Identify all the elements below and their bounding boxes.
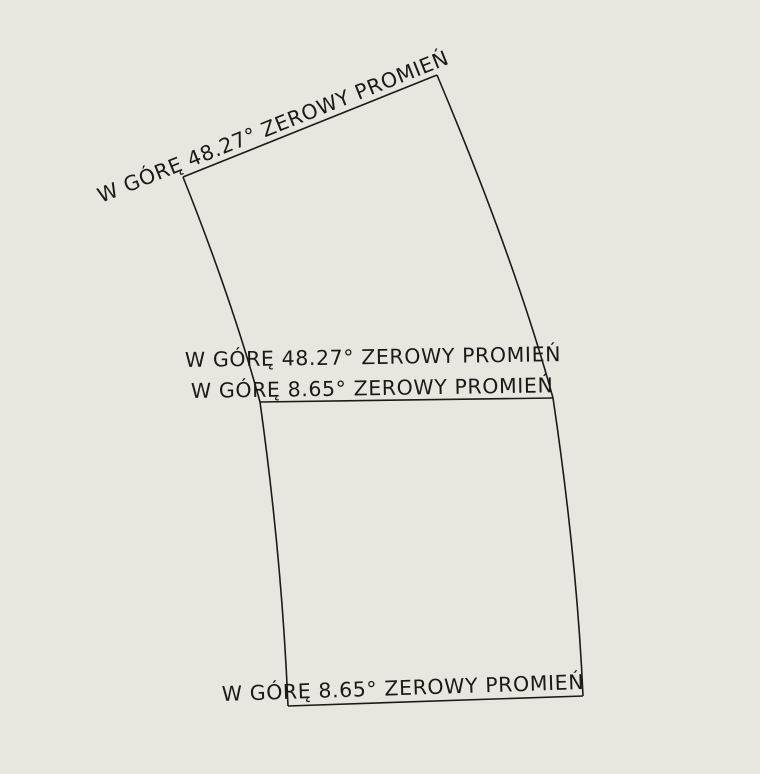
bend-note-bottom: W GÓRĘ 8.65° ZEROWY PROMIEŃ [221,669,584,706]
flat-pattern-outline [182,74,584,707]
right-edge-upper [436,74,554,399]
bend-note-middle-lower: W GÓRĘ 8.65° ZEROWY PROMIEŃ [191,372,554,403]
bottom-bend-line [287,695,584,707]
left-edge-lower [259,401,289,707]
bend-note-top: W GÓRĘ 48.27° ZEROWY PROMIEŃ [94,45,453,208]
middle-bend-line [259,397,554,403]
top-edge-line [182,74,438,178]
bend-note-middle-upper: W GÓRĘ 48.27° ZEROWY PROMIEŃ [185,341,562,372]
left-edge-upper [182,176,261,403]
right-edge-lower [552,397,584,697]
